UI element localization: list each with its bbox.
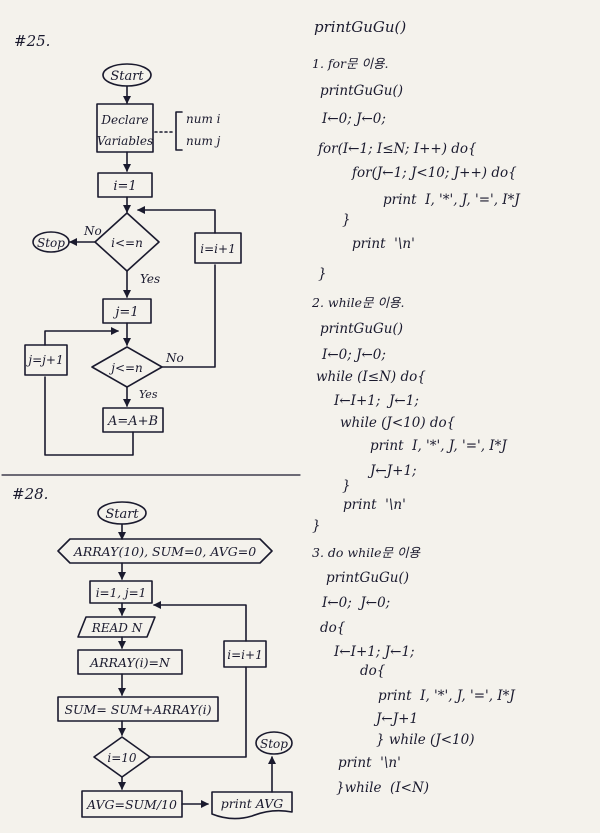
s2-line: while (I≤N) do{ [316,369,426,385]
calc-text: A=A+B [107,414,158,429]
no2-text: No [165,351,184,365]
s3-line: printGuGu() [326,570,410,586]
yes2-text: Yes [139,388,158,401]
incr-text-28: i=i+1 [227,648,262,662]
cond-i-text: i<=n [111,236,143,250]
init-i-box-25 [97,172,153,198]
init-box-28 [89,580,153,604]
s1-line: print I, '*', J, '=', I*J [383,192,520,208]
declare-text-1: Declare [100,113,148,127]
cond-text-28: i=10 [107,751,137,765]
s2-line: print I, '*', J, '=', I*J [370,438,507,454]
s2-line: } [342,478,351,494]
s3-line: print I, '*', J, '=', I*J [378,688,515,704]
s3-line: J←J+1 [376,711,419,727]
stop-text-28: Stop [260,737,288,751]
var-j-text: num j [186,134,221,148]
start-text-28: Start [105,507,139,522]
label-28: #28. [12,485,48,503]
s2-heading: 2. while문 이용. [312,295,405,310]
stop-oval-25 [32,231,70,253]
s1-line: print '\n' [352,236,415,252]
incr-i-text: i=i+1 [200,242,235,256]
s1-line: for(I←1; I≤N; I++) do{ [318,141,477,157]
s1-line: printGuGu() [320,83,404,99]
s2-line: printGuGu() [320,321,404,337]
incr-i-box-25 [194,232,242,264]
s1-line: } [342,212,351,228]
init-i-text: i=1 [113,179,136,194]
s2-line: J←J+1; [370,463,417,479]
s1-line: } [318,266,327,282]
declare-text-28: ARRAY(10), SUM=0, AVG=0 [73,544,256,559]
print-text-28: print AVG [221,796,283,811]
stop-oval-28 [255,731,293,755]
sum-box-28 [57,696,219,722]
read-parallelogram-28 [77,616,156,638]
s3-line: }while (I<N) [336,780,430,796]
s3-line: print '\n' [338,755,401,771]
declare-hex-28 [57,538,273,564]
assign-box-28 [77,649,183,675]
s1-line: for(J←1; J<10; J++) do{ [352,165,517,181]
code-title: printGuGu() [314,18,407,36]
s1-heading: 1. for문 이용. [312,56,389,71]
var-i-text: num i [186,112,221,126]
init-j-text: j=1 [112,305,138,320]
s3-line: do{ [320,620,346,636]
avg-text-28: AVG=SUM/10 [86,797,177,812]
cond-j-text: j<=n [108,361,143,375]
s3-line: } while (J<10) [376,732,475,748]
declare-box-25 [96,103,154,153]
read-text-28: READ N [91,621,143,635]
stop-text-25: Stop [37,236,65,250]
s2-line: I←0; J←0; [322,347,386,363]
declare-text-2: Variables [97,134,153,148]
s3-line: I←I+1; J←1; [334,644,415,660]
print-doc-28 [211,791,293,820]
incr-box-28 [223,640,267,668]
sum-text-28: SUM= SUM+ARRAY(i) [64,702,211,717]
no1-text: No [83,224,102,238]
s2-line: } [312,518,321,534]
label-25: #25. [14,32,50,50]
assign-text-28: ARRAY(i)=N [89,655,171,670]
s2-line: while (J<10) do{ [340,415,456,431]
s2-line: print '\n' [343,497,406,513]
s3-line: I←0; J←0; [322,595,391,611]
s2-line: I←I+1; J←1; [334,393,419,409]
incr-j-text: j=j+1 [25,353,63,367]
s3-line: do{ [360,663,386,679]
start-text-25: Start [110,69,144,84]
s1-line: I←0; J←0; [322,111,386,127]
yes1-text: Yes [140,272,160,286]
init-text-28: i=1, j=1 [96,586,147,600]
s3-heading: 3. do while문 이용 [312,545,421,560]
incr-j-box-25 [24,344,68,376]
